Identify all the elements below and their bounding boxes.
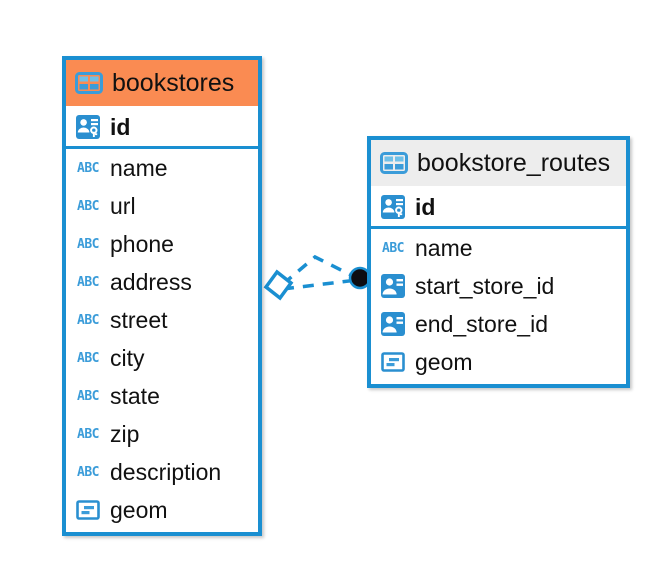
field-name-end-store-id: end_store_id	[415, 310, 548, 337]
primary-key-icon	[381, 195, 405, 219]
field-name-geom: geom	[110, 496, 168, 523]
abc-text-icon: ABC	[77, 160, 99, 176]
field-row-zip[interactable]: ABC zip	[66, 415, 258, 453]
field-name-city: city	[110, 344, 145, 371]
field-row-end-store-id[interactable]: end_store_id	[371, 305, 626, 343]
abc-text-icon: ABC	[77, 312, 99, 328]
field-name-street: street	[110, 306, 168, 333]
primary-key-divider	[66, 146, 258, 149]
foreign-key-icon	[381, 274, 405, 298]
field-row-name[interactable]: ABC name	[371, 229, 626, 267]
entity-title-bookstores: bookstores	[112, 68, 235, 97]
field-row-description[interactable]: ABC description	[66, 453, 258, 491]
abc-text-icon: ABC	[77, 388, 99, 404]
field-row-name[interactable]: ABC name	[66, 149, 258, 187]
field-row-id[interactable]: id	[66, 108, 258, 146]
entity-header-bookstore-routes[interactable]: bookstore_routes	[371, 140, 626, 186]
table-icon	[75, 72, 103, 94]
abc-text-icon: ABC	[77, 350, 99, 366]
field-row-url[interactable]: ABC url	[66, 187, 258, 225]
field-name-description: description	[110, 458, 222, 485]
field-name-geom: geom	[415, 348, 473, 375]
field-name-address: address	[110, 268, 192, 295]
geometry-icon	[381, 352, 405, 372]
field-list-bookstores: id ABC name ABC url ABC phone ABC addres…	[66, 106, 258, 532]
field-name-state: state	[110, 382, 160, 409]
field-name-url: url	[110, 192, 136, 219]
primary-key-divider	[371, 226, 626, 229]
field-name-id: id	[415, 193, 436, 220]
field-row-id[interactable]: id	[371, 188, 626, 226]
field-row-state[interactable]: ABC state	[66, 377, 258, 415]
foreign-key-icon	[381, 312, 405, 336]
field-row-street[interactable]: ABC street	[66, 301, 258, 339]
table-icon	[380, 152, 408, 174]
relationship-line-lower	[282, 278, 358, 291]
abc-text-icon: ABC	[77, 198, 99, 214]
field-name-id: id	[110, 113, 131, 140]
entity-table-bookstore-routes[interactable]: bookstore_routes id ABC name	[367, 136, 630, 388]
primary-key-icon	[76, 115, 100, 139]
field-row-city[interactable]: ABC city	[66, 339, 258, 377]
field-name-name: name	[110, 154, 168, 181]
field-name-phone: phone	[110, 230, 174, 257]
abc-text-icon: ABC	[77, 426, 99, 442]
field-list-bookstore-routes: id ABC name start_store_id	[371, 186, 626, 384]
entity-header-bookstores[interactable]: bookstores	[66, 60, 258, 106]
field-name-name: name	[415, 234, 473, 261]
geometry-icon	[76, 500, 100, 520]
abc-text-icon: ABC	[382, 240, 404, 256]
relationship-line-upper	[281, 254, 358, 286]
abc-text-icon: ABC	[77, 464, 99, 480]
entity-table-bookstores[interactable]: bookstores id ABC name	[62, 56, 262, 536]
entity-title-bookstore-routes: bookstore_routes	[417, 148, 611, 177]
abc-text-icon: ABC	[77, 236, 99, 252]
field-row-address[interactable]: ABC address	[66, 263, 258, 301]
field-row-phone[interactable]: ABC phone	[66, 225, 258, 263]
abc-text-icon: ABC	[77, 274, 99, 290]
relationship-diamond-endpoint[interactable]	[263, 269, 294, 301]
field-name-start-store-id: start_store_id	[415, 272, 555, 299]
field-row-geom[interactable]: geom	[66, 491, 258, 529]
field-row-geom[interactable]: geom	[371, 343, 626, 381]
field-name-zip: zip	[110, 420, 140, 447]
field-row-start-store-id[interactable]: start_store_id	[371, 267, 626, 305]
